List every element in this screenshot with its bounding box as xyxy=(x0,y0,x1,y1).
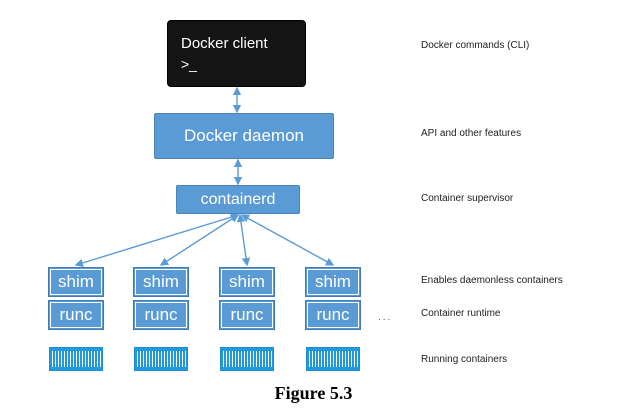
containerd-shim-2-arrow xyxy=(159,214,240,266)
shim-label: shim xyxy=(143,272,179,291)
containerd-label: containerd xyxy=(200,190,276,208)
container-icon xyxy=(220,347,274,371)
figure-caption: Figure 5.3 xyxy=(274,383,353,403)
runc-box: runc xyxy=(48,300,104,330)
containerd-box: containerd xyxy=(176,185,300,214)
shim-box: shim xyxy=(133,267,189,297)
shim-box: shim xyxy=(48,267,104,297)
container-icon xyxy=(134,347,188,371)
runc-label: runc xyxy=(144,305,178,324)
shim-label: shim xyxy=(229,272,265,291)
label-api-features: API and other features xyxy=(421,128,522,139)
shim-box: shim xyxy=(219,267,275,297)
containerd-shim-3-arrow xyxy=(236,213,251,267)
terminal-prompt-icon: >_ xyxy=(181,56,197,72)
shim-label: shim xyxy=(315,272,351,291)
containerd-shim-4-arrow xyxy=(240,214,335,266)
container-icon xyxy=(306,347,360,371)
label-container-supervisor: Container supervisor xyxy=(421,193,514,204)
label-docker-commands: Docker commands (CLI) xyxy=(421,40,530,51)
label-container-runtime: Container runtime xyxy=(421,308,501,319)
runc-box: runc xyxy=(219,300,275,330)
containerd-shim-1-arrow xyxy=(74,213,240,267)
docker-client-title: Docker client xyxy=(181,35,268,52)
container-icon xyxy=(49,347,103,371)
docker-client-box: Docker client >_ xyxy=(167,20,306,87)
shim-box: shim xyxy=(305,267,361,297)
docker-daemon-box: Docker daemon xyxy=(154,113,334,159)
shim-label: shim xyxy=(58,272,94,291)
docker-daemon-label: Docker daemon xyxy=(183,126,304,145)
runc-box: runc xyxy=(305,300,361,330)
label-running-containers: Running containers xyxy=(421,354,508,365)
runc-label: runc xyxy=(316,305,350,324)
runc-label: runc xyxy=(59,305,93,324)
runc-box: runc xyxy=(133,300,189,330)
label-daemonless-containers: Enables daemonless containers xyxy=(421,275,563,286)
runc-label: runc xyxy=(230,305,264,324)
more-containers-indicator: ... xyxy=(378,312,393,323)
